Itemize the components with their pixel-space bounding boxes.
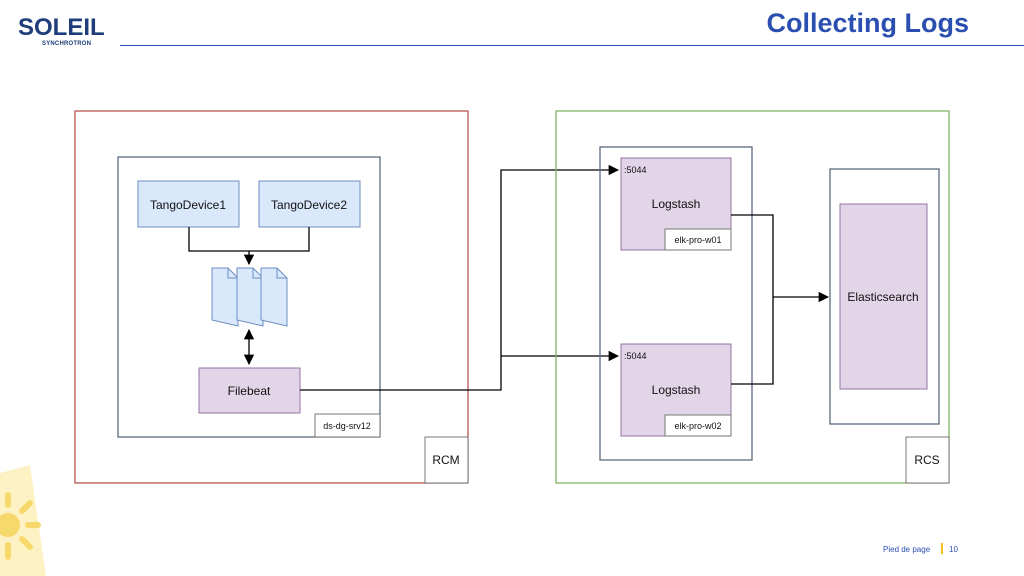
elasticsearch-box: Elasticsearch (839, 203, 928, 390)
logstash-2-label: Logstash (652, 383, 701, 397)
rcm-label-box (424, 436, 469, 484)
rcm-zone: RCM (74, 110, 469, 484)
rcs-label: RCS (914, 453, 939, 467)
log-files-icon (211, 267, 288, 327)
sun-decoration (0, 465, 46, 576)
filebeat-box: Filebeat (198, 367, 301, 414)
logstash-2-host: elk-pro-w02 (674, 421, 721, 431)
logstash-2-box: :5044 Logstash elk-pro-w02 (620, 343, 732, 437)
logstash-cluster-box (599, 146, 753, 461)
footer-text: Pied de page (883, 545, 931, 554)
host-label-box (314, 413, 381, 438)
filebeat-label: Filebeat (228, 384, 271, 398)
logo-text: SOLEIL (18, 14, 105, 41)
host-box: ds-dg-srv12 (117, 156, 381, 438)
logstash-to-elasticsearch-connector (731, 214, 830, 385)
filebeat-to-logstash-connector (300, 164, 620, 391)
logstash-1-host-box (664, 228, 732, 251)
slide-title: Collecting Logs (766, 8, 970, 38)
tango-device-1-label: TangoDevice1 (150, 198, 226, 212)
rcs-zone: RCS (555, 110, 950, 484)
tango-to-logs-connector (188, 227, 310, 266)
logstash-1-host: elk-pro-w01 (674, 235, 721, 245)
rcs-label-box (905, 436, 950, 484)
title-rule (120, 45, 1024, 46)
tango-device-2: TangoDevice2 (258, 180, 361, 228)
logstash-1-label: Logstash (652, 197, 701, 211)
elasticsearch-cluster-box (829, 168, 940, 425)
logstash-2-port: :5044 (624, 351, 647, 361)
page-number: 10 (949, 545, 958, 554)
host-label: ds-dg-srv12 (323, 421, 371, 431)
rcm-label: RCM (432, 453, 459, 467)
logstash-1-box: :5044 Logstash elk-pro-w01 (620, 157, 732, 251)
soleil-logo: SOLEIL SYNCHROTRON (18, 12, 108, 52)
tango-device-1: TangoDevice1 (137, 180, 240, 228)
logo-subtext: SYNCHROTRON (42, 41, 92, 47)
logstash-1-port: :5044 (624, 165, 647, 175)
logstash-2-host-box (664, 414, 732, 437)
elasticsearch-label: Elasticsearch (847, 290, 918, 304)
tango-device-2-label: TangoDevice2 (271, 198, 347, 212)
footer-divider (941, 543, 943, 554)
